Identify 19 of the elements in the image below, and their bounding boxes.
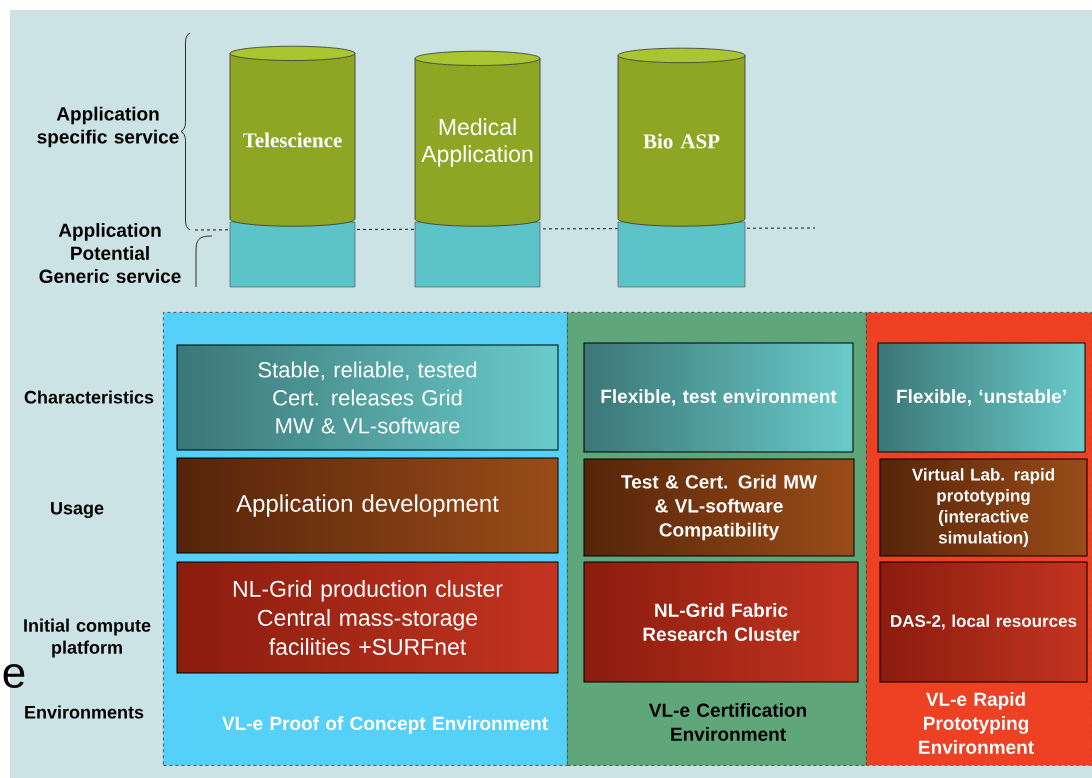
row-label: Characteristics	[24, 390, 154, 404]
row-label: Application Potential Generic service	[39, 223, 181, 283]
cylinder: Telescience	[229, 45, 356, 288]
text-box: Stable, reliable, tested Cert. releases Grid MW & VL-software	[176, 344, 559, 451]
letter: e	[3, 663, 25, 689]
text-box: Flexible, ‘unstable’	[877, 342, 1086, 453]
text-box: NL-Grid Fabric Research Cluster	[583, 561, 859, 683]
text-box: NL-Grid production cluster Central mass-storage facilities +SURFnet	[176, 561, 559, 674]
text-box: Virtual Lab. rapid prototyping (interactive simulation)	[879, 458, 1088, 557]
cylinder: Medical Application	[414, 50, 541, 288]
text-box: Application development	[176, 457, 559, 554]
text-box: Flexible, test environment	[583, 342, 854, 453]
row-label: Application specific service	[37, 106, 179, 148]
row-label: Usage	[51, 501, 104, 519]
row-label: Initial compute platform	[24, 618, 151, 658]
text-box: DAS-2, local resources	[879, 561, 1088, 683]
row-label: Environments	[25, 705, 144, 719]
cylinder: Bio ASP	[617, 47, 746, 288]
text-box: Test & Cert. Grid MW & VL-software Compatibility	[583, 458, 855, 557]
